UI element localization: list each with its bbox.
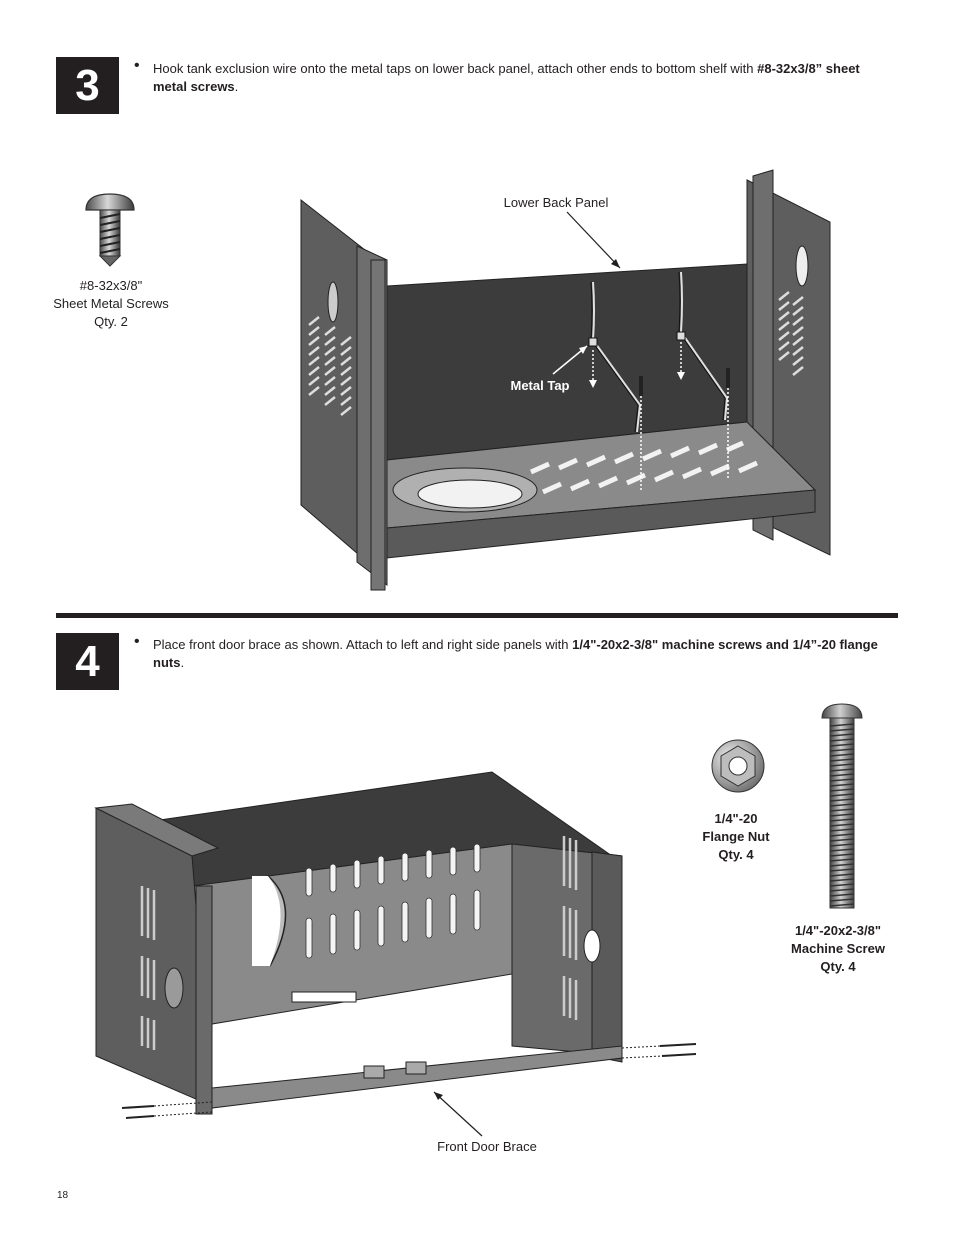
left-vents [308,316,352,416]
lower-back-panel-label: Lower Back Panel [503,195,609,210]
part-name: Flange Nut [702,829,770,844]
section-divider [56,613,898,618]
part-qty: Qty. 2 [94,314,128,329]
instruction-text-end: . [234,79,239,94]
instruction-text: Hook tank exclusion wire onto the metal … [153,61,758,76]
screw-threads [829,723,855,907]
part-qty: Qty. 4 [718,847,754,862]
shelf-slots [529,440,759,495]
right-screw-guides [621,1045,663,1059]
step-4-cabinet-illustration [94,771,697,1137]
step-4-instruction: • Place front door brace as shown. Attac… [134,633,894,672]
left-screw-guides [153,1101,213,1117]
right-screws [659,1043,697,1057]
part-spec: #8-32x3/8" [79,278,143,293]
metal-tap-label: Metal Tap [510,378,570,393]
instruction-bold-text: 1/4"-20x2-3/8" machine screws and 1/4”-2… [153,637,878,670]
front-door-brace-label: Front Door Brace [437,1139,537,1154]
instruction-text: Place front door brace as shown. Attach … [153,637,573,652]
part-name: Sheet Metal Screws [53,296,169,311]
page-number: 18 [57,1190,69,1201]
part-spec: 1/4"-20x2-3/8" [794,923,882,938]
right-side-vents [562,836,578,1020]
step-4-number: 4 [56,633,119,690]
back-panel-slots [305,843,481,959]
part-spec: 1/4"-20 [714,811,758,826]
sheet-metal-screw-icon [85,193,135,267]
part-qty: Qty. 4 [820,959,856,974]
step-3-number: 3 [56,57,119,114]
right-vents [778,291,804,376]
step-3-cabinet-illustration [300,169,831,591]
instruction-bold-text: #8-32x3/8” sheet metal screws [153,61,860,94]
instruction-text-end: . [180,655,185,670]
sheet-metal-screw-caption: #8-32x3/8" Sheet Metal Screws Qty. 2 [40,277,182,331]
machine-screw-caption: 1/4"-20x2-3/8" Machine Screw Qty. 4 [778,922,898,976]
left-side-vents [140,886,156,1050]
part-name: Machine Screw [791,941,885,956]
bullet: • [134,633,140,650]
flange-nut-icon [711,739,765,793]
machine-screw-icon [821,703,863,909]
left-screws [121,1105,155,1119]
bullet: • [134,57,140,74]
step-3-instruction: • Hook tank exclusion wire onto the meta… [134,57,894,96]
flange-nut-caption: 1/4"-20 Flange Nut Qty. 4 [690,810,782,864]
